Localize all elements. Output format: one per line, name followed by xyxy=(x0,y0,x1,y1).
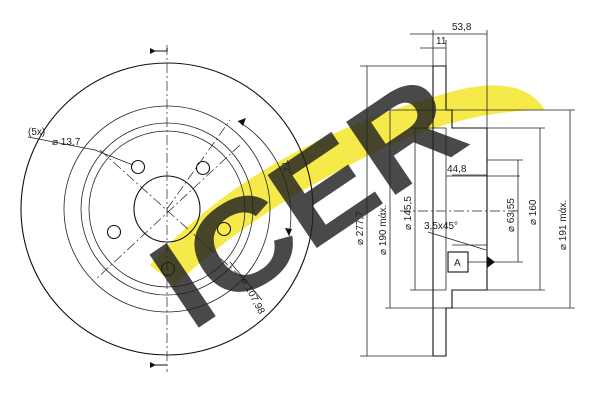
angle-arc xyxy=(237,120,292,237)
section-view xyxy=(360,30,575,357)
bolt-hole xyxy=(130,159,146,175)
angle-arrow-head xyxy=(238,118,246,126)
chamfer-label: 3,5x45° xyxy=(424,221,458,232)
bolt-hole xyxy=(216,221,232,237)
bolt-hole xyxy=(160,261,176,277)
friction-inner-label: ⌀ 190 mάx. xyxy=(377,205,389,255)
hole-leader-line xyxy=(27,136,134,166)
hat-inner-label: ⌀ 160 xyxy=(528,199,539,225)
max-diameter-label: ⌀ 191 mάx. xyxy=(557,200,569,250)
pcd-leader-line xyxy=(229,261,263,301)
bore-label: ⌀ 63,55 xyxy=(506,198,517,232)
section-arrow-top-head xyxy=(150,48,156,54)
pcd-axis-line xyxy=(166,119,231,210)
outer-diameter-label: ⌀ 277,7 xyxy=(355,211,366,245)
datum-label: A xyxy=(454,258,461,269)
hat-outer-label: ⌀ 145,5 xyxy=(403,196,414,230)
chamfer-leader xyxy=(427,231,487,251)
hole-diameter-label: ⌀ 13,7 xyxy=(52,137,81,148)
logo-swoosh xyxy=(150,85,545,285)
datum-triangle xyxy=(487,256,495,268)
holes-count-label: (5x) xyxy=(28,127,45,138)
thickness-label: 11 xyxy=(436,36,447,47)
bolt-holes xyxy=(106,159,232,277)
pcd-axis-line xyxy=(94,144,241,281)
angle-label: 72° xyxy=(278,159,294,177)
bolt-hole xyxy=(106,224,122,240)
bolt-hole xyxy=(195,160,211,176)
hat-depth-label: 44,8 xyxy=(447,164,467,175)
section-arrow-bottom-head xyxy=(150,362,156,368)
front-view xyxy=(20,45,314,372)
width-total-label: 53,8 xyxy=(452,22,472,33)
angle-arrow-head xyxy=(285,228,292,236)
icer-logo: ICER xyxy=(127,47,489,356)
pcd-axis-line xyxy=(99,149,251,286)
